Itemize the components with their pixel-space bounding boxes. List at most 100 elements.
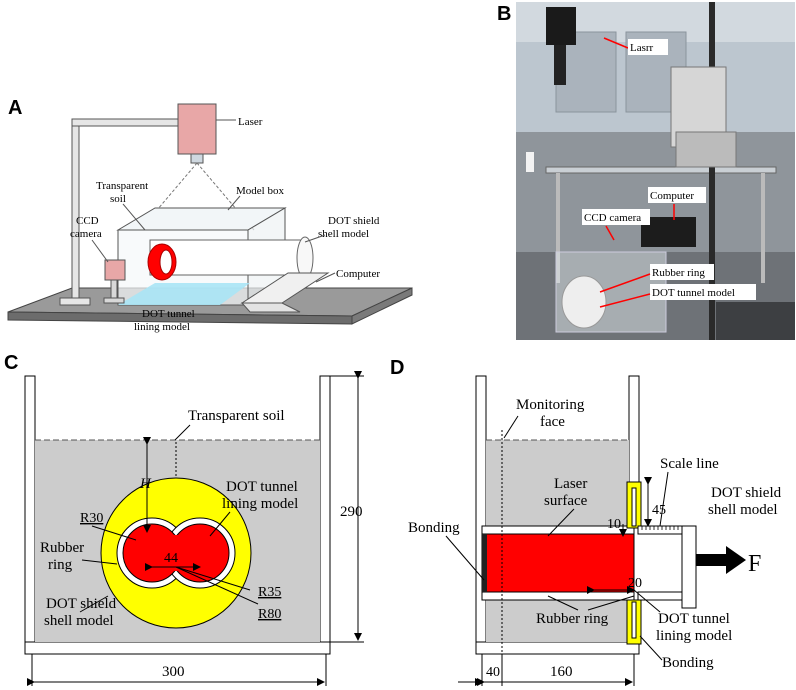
arrow-laser [603,37,629,49]
d-lining [481,533,635,593]
label-ccd-2: camera [70,228,102,240]
label-d-10: 10 [607,517,621,532]
label-b-ccd: CCD camera [584,212,641,224]
photo-scene [516,2,795,340]
label-d-45: 45 [652,503,666,518]
d-force-head [726,546,746,574]
box-wall-left [24,375,36,643]
d-bonding-top-slot [631,487,637,527]
ccd-stand [110,279,118,301]
label-d-force: F [748,551,761,577]
box-computer [648,187,706,203]
pointer-d-rubber-2 [547,595,579,611]
label-d-monitoring-2: face [540,414,565,430]
d-rubber-bottom [481,591,635,601]
label-c-lining-1: DOT tunnel [226,479,298,495]
label-transparent-soil-1: Transparent [96,180,148,192]
label-model-box: Model box [236,185,284,197]
label-laser: Laser [238,116,263,128]
panel-label-c: C [4,352,19,374]
d-wall-left [475,375,487,643]
panel-d-diagram: F Monitoring face Laser surface Scale li… [408,375,782,686]
box-ccd [582,209,650,225]
pointer-d-laser [547,508,575,537]
label-b-tunnel: DOT tunnel model [652,287,735,299]
pointer-c-r30 [91,525,137,541]
box-wall-right [319,375,331,643]
label-c-r80: R80 [258,607,281,622]
ccd-camera [104,259,126,281]
pointer-d-rubber-1 [587,595,635,611]
label-computer: Computer [336,268,380,280]
label-c-r35: R35 [258,585,281,600]
label-c-h: H [139,476,152,492]
label-c-transparent-soil: Transparent soil [188,408,285,424]
d-lining-end [482,534,487,592]
pointer-c-r35 [175,566,251,591]
panel-b-annotations: Lasrr Computer CCD camera Rubber ring DO… [582,37,756,308]
label-b-rubber: Rubber ring [652,267,705,279]
d-shield-shell [681,525,697,609]
box-rubber [650,264,714,280]
label-d-laser-1: Laser [554,476,587,492]
d-shield-tail [637,591,683,601]
label-lining-2: lining model [134,321,190,333]
pointer-dot-shield [304,234,326,243]
computer-base [240,302,301,313]
label-d-bonding-bottom: Bonding [662,655,714,671]
pointer-d-scale [659,471,669,527]
label-d-rubber: Rubber ring [536,611,609,627]
label-b-laser: Lasrr [630,42,654,54]
pointer-c-soil [174,424,191,441]
tunnel-face-white [159,249,173,275]
box-floor-glow [118,283,250,305]
panel-label-a: A [8,97,23,119]
d-soil-bottom [486,600,629,642]
laser-lens [190,153,204,164]
d-soil-top [486,440,629,526]
label-c-44: 44 [164,551,178,566]
label-c-lining-2: lining model [222,496,298,512]
box-laser [628,39,668,55]
pointer-c-r80 [175,566,259,605]
pointer-d-monitoring [503,415,519,439]
label-d-shield-2: shell model [708,502,778,518]
label-c-290: 290 [340,504,363,520]
pointer-d-bonding-bottom [639,635,663,661]
pointer-d-lining [633,589,661,613]
d-floor [475,641,640,655]
pointer-c-rubber [81,559,118,565]
stand-post [71,124,80,304]
panel-a-schematic: Laser Transparent soil Model box CCD cam… [7,103,413,333]
panel-label-d: D [390,357,405,379]
arrow-ccd [605,225,615,241]
label-c-rubber-2: ring [48,557,73,573]
label-d-40: 40 [486,665,500,680]
label-d-160: 160 [550,664,573,680]
d-scale-ticks [641,526,679,530]
label-d-lining-1: DOT tunnel [658,611,730,627]
box-tunnel [650,284,756,300]
base-plate-side [351,287,413,325]
label-d-20: 20 [628,576,642,591]
label-dot-shield-1: DOT shield [328,215,380,227]
label-b-computer: Computer [650,190,694,202]
label-ccd-1: CCD [76,215,99,227]
pointer-c-lining [209,511,231,537]
box-floor [24,641,331,655]
d-force-shaft [696,554,726,566]
pointer-d-bonding-left [445,535,485,581]
panel-b-photo [516,2,795,340]
label-dot-shield-2: shell model [318,228,369,240]
pointer-c-shield [79,595,109,613]
stand-foot [59,297,91,306]
label-d-shield-1: DOT shield [711,485,782,501]
ccd-foot [103,297,125,304]
arrow-tunnel [599,293,651,308]
label-d-bonding-left: Bonding [408,520,460,536]
label-d-laser-2: surface [544,493,588,509]
label-d-scale-line: Scale line [660,456,719,472]
arrow-rubber [599,273,651,293]
label-transparent-soil-2: soil [110,193,126,205]
label-d-monitoring-1: Monitoring [516,397,585,413]
